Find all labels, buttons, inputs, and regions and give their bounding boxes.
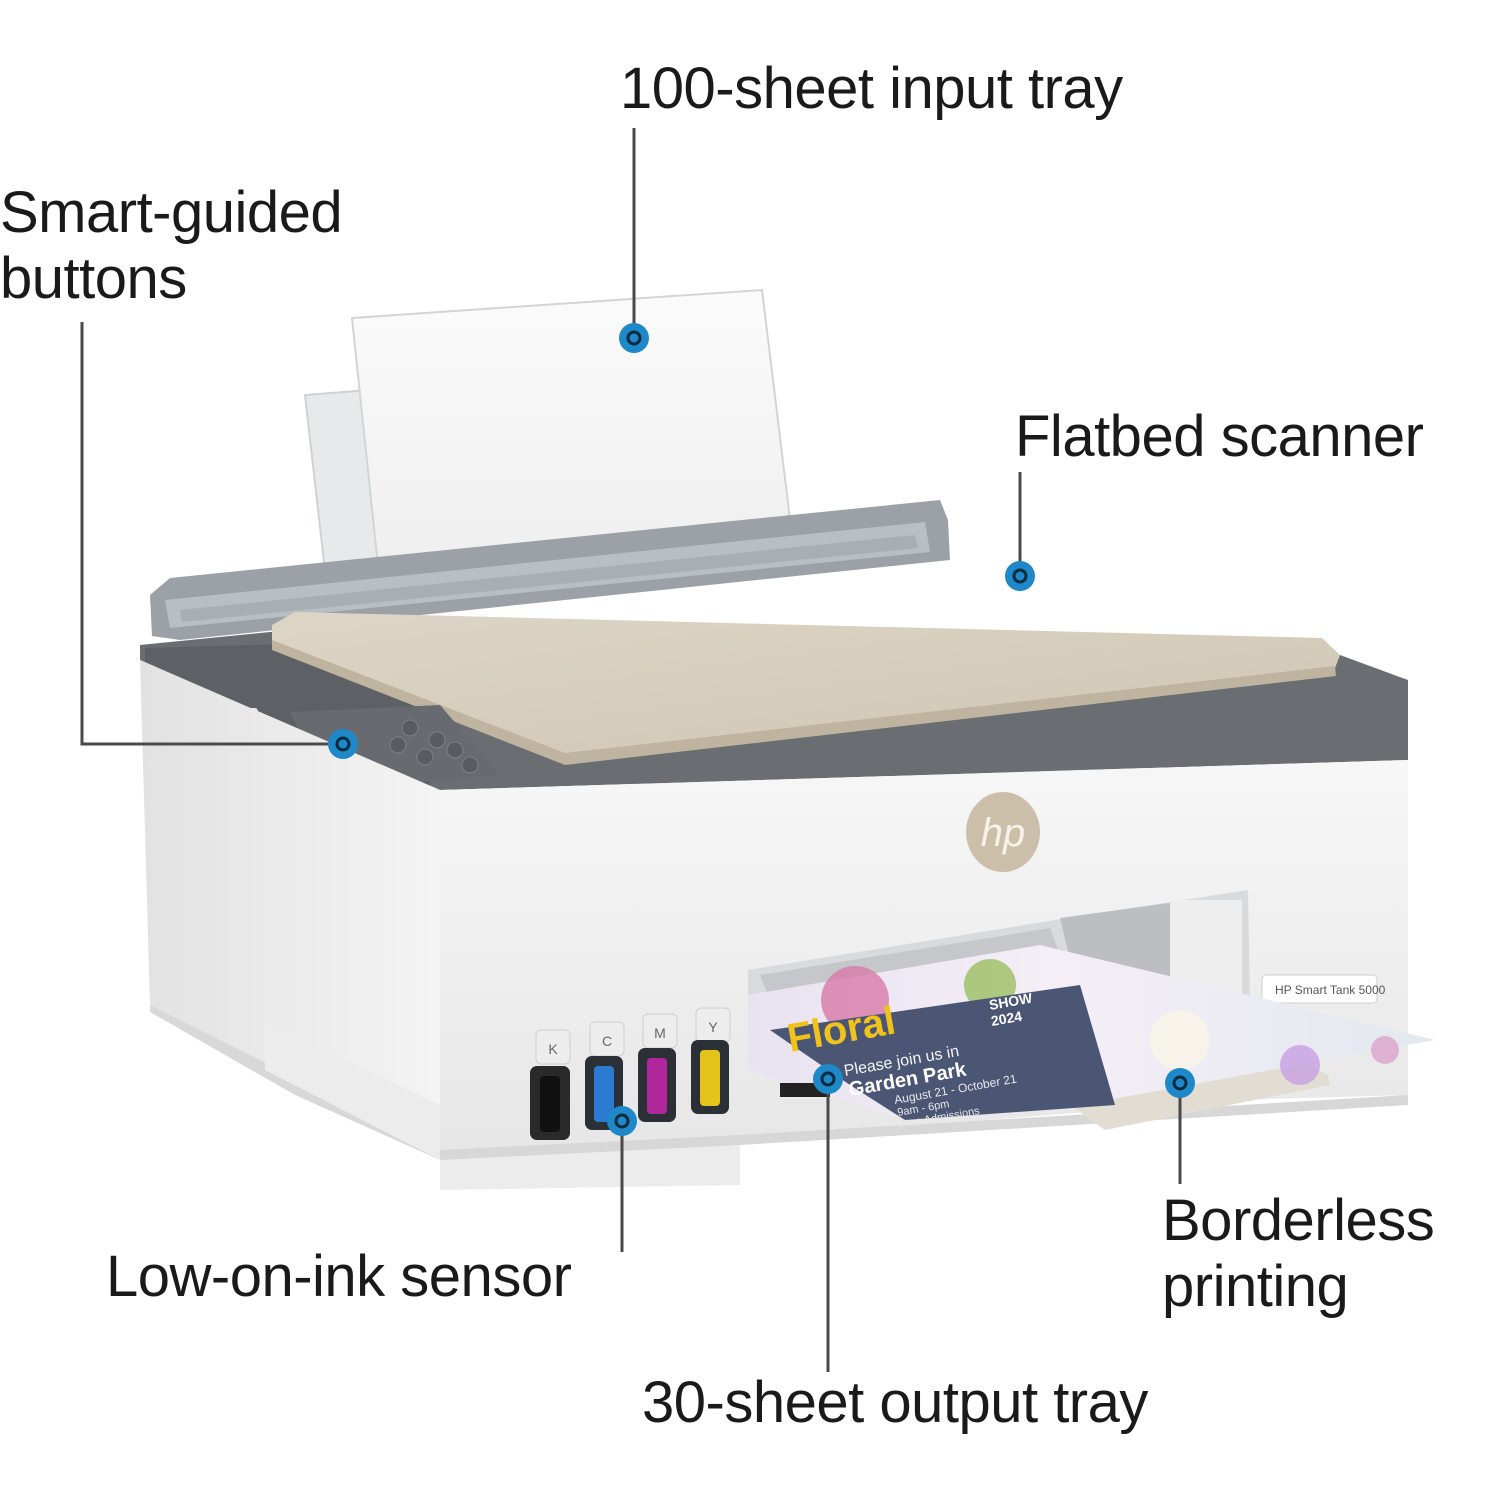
callout-smart-buttons-line1: Smart-guided — [0, 180, 343, 245]
ink-tank-k: K — [530, 1029, 571, 1140]
hp-logo-icon: hp — [966, 792, 1040, 872]
callout-input-tray: 100-sheet input tray — [620, 56, 1123, 122]
output-tray-extension — [1070, 1062, 1330, 1130]
input-tray — [150, 500, 950, 640]
input-tray-paper — [303, 288, 797, 617]
svg-text:M: M — [654, 1025, 666, 1041]
ring-marker-icon — [607, 1106, 637, 1136]
ring-marker-icon — [619, 323, 649, 353]
flyer-badge-2: 2024 — [990, 1008, 1024, 1029]
model-label: HP Smart Tank 5000 — [1275, 983, 1386, 997]
callout-ink-sensor-text: Low-on-ink sensor — [106, 1244, 572, 1309]
ring-marker-icon — [1005, 561, 1035, 591]
leader-lines — [80, 128, 1182, 1372]
ring-marker-icon — [328, 729, 358, 759]
callout-smart-buttons: Smart-guided buttons — [0, 180, 343, 312]
leader-smart-buttons — [80, 322, 334, 746]
callout-output-tray-text: 30-sheet output tray — [642, 1370, 1148, 1435]
ink-tanks: K C M Y — [530, 1007, 731, 1140]
body-side — [140, 660, 440, 1150]
callout-output-tray: 30-sheet output tray — [642, 1370, 1148, 1436]
callout-input-tray-text: 100-sheet input tray — [620, 56, 1123, 121]
callout-smart-buttons-line2: buttons — [0, 246, 187, 311]
ring-marker-icon — [813, 1064, 843, 1094]
svg-text:C: C — [602, 1033, 612, 1049]
callout-ink-sensor: Low-on-ink sensor — [106, 1244, 572, 1310]
svg-text:K: K — [548, 1041, 558, 1057]
flyer-badge-1: SHOW — [988, 989, 1034, 1012]
callout-borderless: Borderless printing — [1162, 1188, 1435, 1320]
ink-tank-y: Y — [691, 1007, 731, 1114]
ring-marker-icon — [1165, 1068, 1195, 1098]
flyer-printout: Floral SHOW 2024 Please join us in Garde… — [748, 945, 1435, 1131]
svg-text:Y: Y — [708, 1019, 718, 1035]
ink-tank-m: M — [638, 1013, 678, 1122]
callout-flatbed: Flatbed scanner — [1015, 404, 1424, 470]
scanner-lid — [272, 612, 1340, 765]
callout-flatbed-text: Flatbed scanner — [1015, 404, 1424, 469]
svg-text:hp: hp — [981, 811, 1026, 855]
markers — [328, 323, 1195, 1136]
callout-borderless-line2: printing — [1162, 1254, 1349, 1319]
callout-borderless-line1: Borderless — [1162, 1188, 1435, 1253]
